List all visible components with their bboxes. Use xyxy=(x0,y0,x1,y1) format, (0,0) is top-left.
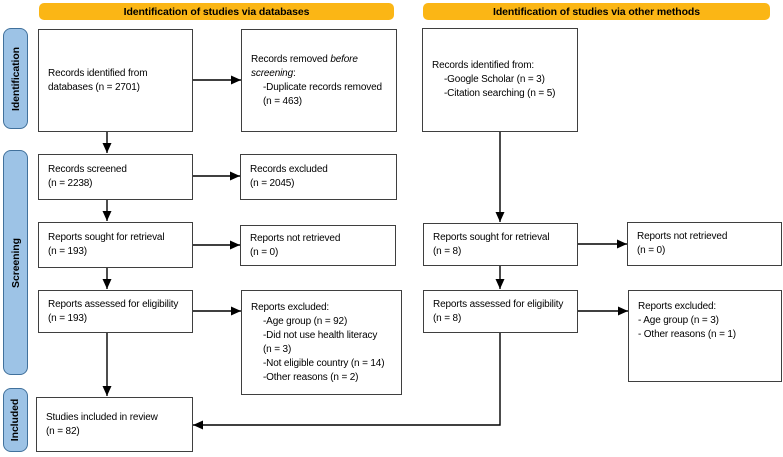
box-text-line: Records excluded xyxy=(250,164,328,175)
box-reports-excluded-databases: Reports excluded: -Age group (n = 92) -D… xyxy=(241,290,402,395)
box-text-line: - Other reasons (n = 1) xyxy=(638,329,736,340)
stage-label-identification-text: Identification xyxy=(9,46,22,111)
box-text-line: -Did not use health literacy xyxy=(263,329,378,341)
box-text-line: Reports sought for retrieval xyxy=(48,232,165,243)
stage-label-screening: Screening xyxy=(3,150,28,375)
box-reports-assessed-other: Reports assessed for eligibility (n = 8) xyxy=(423,290,578,333)
box-reports-not-retrieved-other: Reports not retrieved (n = 0) xyxy=(627,222,782,266)
box-text-line: screening: xyxy=(251,67,296,79)
box-records-excluded: Records excluded (n = 2045) xyxy=(240,154,397,200)
box-records-removed-before-screening: Records removed before screening: -Dupli… xyxy=(241,29,397,132)
box-text-line: Reports excluded: xyxy=(251,301,330,313)
box-text-line: -Age group (n = 92) xyxy=(263,315,348,327)
stage-label-included-text: Included xyxy=(9,398,22,442)
box-text-line: Records removed before xyxy=(251,53,358,65)
box-reports-sought-other: Reports sought for retrieval (n = 8) xyxy=(423,223,578,266)
stage-label-identification: Identification xyxy=(3,28,28,129)
box-studies-included: Studies included in review (n = 82) xyxy=(36,397,193,452)
box-text-line: -Other reasons (n = 2) xyxy=(263,371,359,383)
box-text-line: Records identified from xyxy=(48,67,148,79)
header-identification-via-databases: Identification of studies via databases xyxy=(39,3,394,20)
box-reports-assessed-databases: Reports assessed for eligibility (n = 19… xyxy=(38,290,193,333)
box-text-line: (n = 3) xyxy=(263,343,292,355)
box-text-line: Reports excluded: xyxy=(638,301,717,312)
box-text-line: (n = 2238) xyxy=(48,178,93,189)
box-text-line: -Citation searching (n = 5) xyxy=(444,88,556,99)
stage-label-screening-text: Screening xyxy=(9,237,22,288)
box-text-line: Reports not retrieved xyxy=(637,231,728,242)
box-reports-excluded-other: Reports excluded: - Age group (n = 3) - … xyxy=(628,290,782,382)
box-text-line: (n = 8) xyxy=(433,245,462,257)
box-records-screened: Records screened (n = 2238) xyxy=(38,154,193,200)
box-text-line: Reports assessed for eligibility xyxy=(433,298,564,310)
stage-label-included: Included xyxy=(3,388,28,452)
box-text-line: (n = 193) xyxy=(48,246,87,257)
header-identification-via-other-methods: Identification of studies via other meth… xyxy=(423,3,770,20)
box-text-line: (n = 0) xyxy=(250,246,279,258)
italic-text: before xyxy=(330,53,358,65)
box-text-line: -Google Scholar (n = 3) xyxy=(444,74,545,85)
box-text-line: - Age group (n = 3) xyxy=(638,315,719,326)
box-text-line: databases (n = 2701) xyxy=(48,81,140,93)
box-text-line: (n = 82) xyxy=(46,425,80,437)
box-text-line: Studies included in review xyxy=(46,411,158,423)
box-text-line: Records identified from: xyxy=(432,60,535,71)
box-text-line: (n = 463) xyxy=(263,95,302,107)
box-text-line: Reports sought for retrieval xyxy=(433,231,550,243)
box-reports-sought-databases: Reports sought for retrieval (n = 193) xyxy=(38,222,193,268)
box-text-line: (n = 0) xyxy=(637,245,666,256)
box-reports-not-retrieved-databases: Reports not retrieved (n = 0) xyxy=(240,225,396,266)
box-text-line: Reports not retrieved xyxy=(250,232,341,244)
box-text-line: Records screened xyxy=(48,164,127,175)
box-text-line: Reports assessed for eligibility xyxy=(48,298,179,310)
box-text-line: -Duplicate records removed xyxy=(263,81,382,93)
box-text-line: (n = 193) xyxy=(48,312,87,324)
box-text-line: -Not eligible country (n = 14) xyxy=(263,357,385,369)
box-records-identified-databases: Records identified from databases (n = 2… xyxy=(38,29,193,132)
box-text-line: (n = 8) xyxy=(433,312,462,324)
box-records-identified-other: Records identified from: -Google Scholar… xyxy=(422,28,578,132)
italic-text: screening xyxy=(251,67,294,79)
box-text-line: (n = 2045) xyxy=(250,178,295,189)
